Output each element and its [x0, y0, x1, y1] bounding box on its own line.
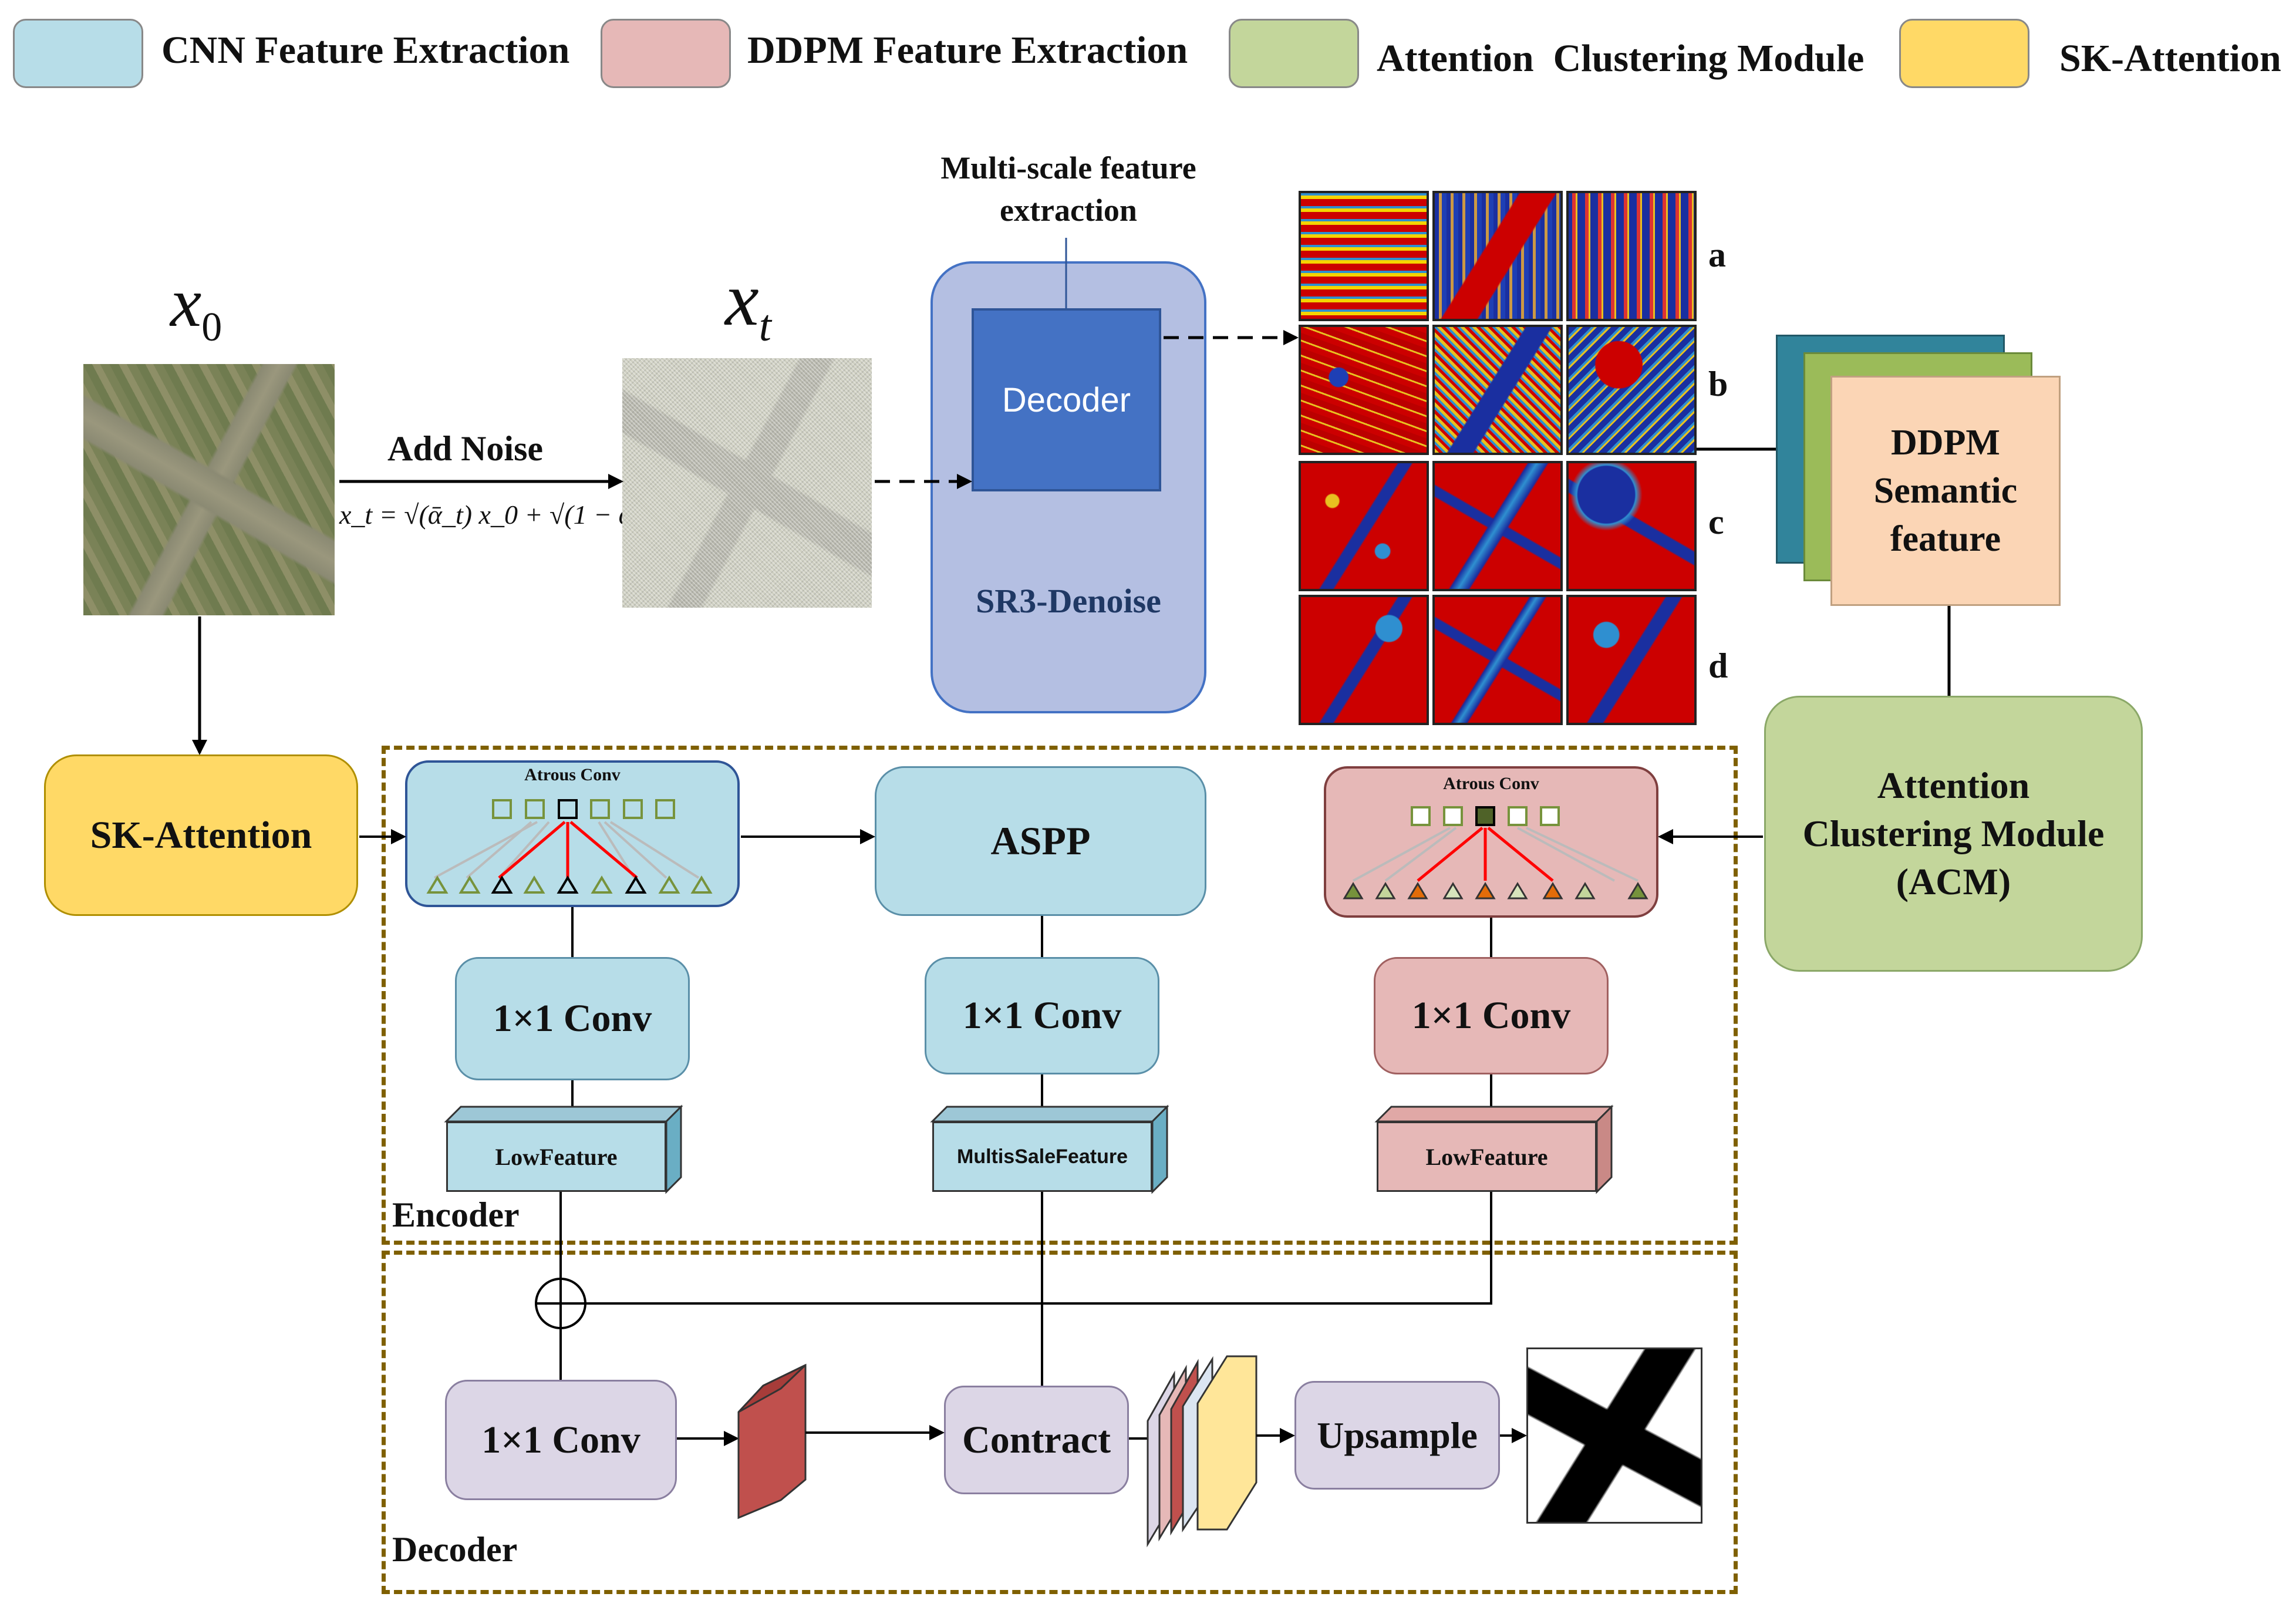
feature-map-c2 [1432, 461, 1563, 591]
sk-attention-box: SK-Attention [44, 754, 358, 916]
decoder-frame [382, 1251, 1738, 1594]
row-label-d: d [1708, 646, 1728, 685]
legend-swatch-cnn [13, 19, 143, 88]
multiscale-feature-top [930, 1106, 1169, 1123]
conv1x1-left: 1×1 Conv [455, 957, 690, 1080]
feature-map-d1 [1299, 595, 1429, 725]
low-feature-right-side [1596, 1104, 1613, 1194]
aerial-input-image [83, 364, 335, 615]
noisy-image [622, 358, 872, 608]
legend-label-sk: SK-Attention [2059, 37, 2281, 80]
output-mask [1526, 1347, 1702, 1524]
multiscale-label: Multi-scale feature extraction [940, 150, 1196, 228]
low-feature-right: LowFeature [1377, 1121, 1597, 1192]
feature-map-b1 [1299, 325, 1429, 455]
legend-label-cnn: CNN Feature Extraction [161, 29, 570, 72]
legend-swatch-ddpm [601, 19, 731, 88]
feature-map-a1 [1299, 191, 1429, 321]
decoder-block: Decoder [972, 308, 1161, 491]
upsample-box: Upsample [1294, 1381, 1500, 1490]
feature-map-d2 [1432, 595, 1563, 725]
feature-map-b2 [1432, 325, 1563, 455]
legend-label-acm: Attention Clustering Module [1377, 37, 1865, 80]
feature-map-d3 [1566, 595, 1697, 725]
low-feature-left-side [665, 1104, 682, 1194]
atrous-conv-right-diagram [1343, 806, 1648, 899]
encoder-frame [382, 746, 1738, 1245]
feature-map-a2 [1432, 191, 1563, 321]
row-label-b: b [1708, 365, 1728, 403]
legend-label-ddpm: DDPM Feature Extraction [747, 29, 1188, 72]
atrous-conv-left-diagram [426, 799, 713, 894]
contract-box: Contract [944, 1386, 1129, 1494]
feature-map-c1 [1299, 461, 1429, 591]
sr3-label: SR3-Denoise [976, 582, 1161, 620]
low-feature-left: LowFeature [446, 1121, 666, 1192]
multiscale-feature: MultisSaleFeature [932, 1121, 1152, 1192]
ddpm-semantic-feature: DDPM Semantic feature [1830, 376, 2061, 606]
low-feature-right-top [1374, 1106, 1614, 1123]
atrous-conv-left [405, 760, 740, 907]
x0-label: x0 [170, 263, 222, 350]
decoder-title: Decoder [392, 1530, 518, 1569]
row-label-a: a [1708, 235, 1726, 274]
conv1x1-right: 1×1 Conv [1374, 957, 1609, 1074]
feature-map-c3 [1566, 461, 1697, 591]
xt-label: xt [725, 257, 771, 351]
conv1x1-mid: 1×1 Conv [925, 957, 1159, 1074]
acm-box: Attention Clustering Module (ACM) [1764, 696, 2143, 972]
decoder-conv1x1: 1×1 Conv [445, 1380, 677, 1500]
encoder-title: Encoder [392, 1195, 520, 1234]
atrous-conv-right-label: Atrous Conv [1443, 774, 1539, 793]
multiscale-feature-side [1151, 1104, 1168, 1194]
legend-swatch-acm [1229, 19, 1359, 88]
feature-map-b3 [1566, 325, 1697, 455]
atrous-conv-left-label: Atrous Conv [524, 765, 621, 784]
low-feature-left-top [444, 1106, 683, 1123]
row-label-c: c [1708, 503, 1724, 541]
feature-map-a3 [1566, 191, 1697, 321]
legend-swatch-sk [1899, 19, 2029, 88]
aspp-box: ASPP [875, 766, 1206, 916]
add-noise-label: Add Noise [387, 429, 544, 468]
concat-feature-stack [1147, 1355, 1257, 1548]
